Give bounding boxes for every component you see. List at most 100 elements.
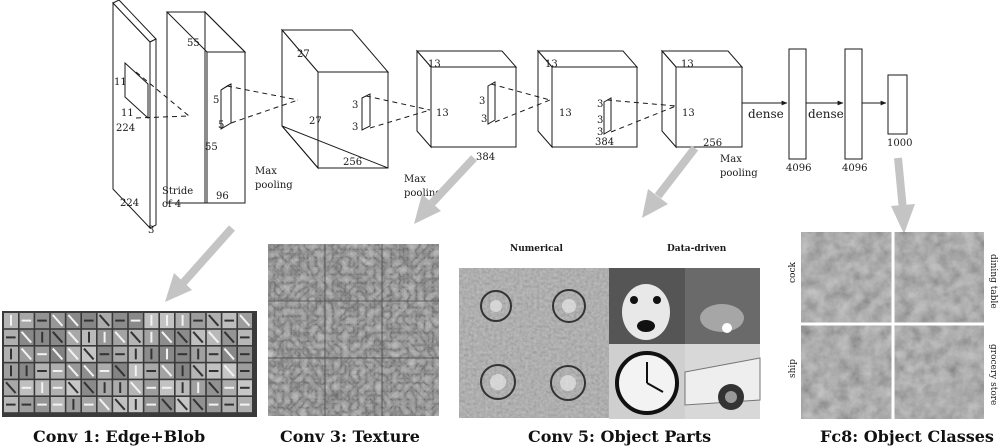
conv1-filter-stroke <box>98 314 110 327</box>
conv1-filter-stroke <box>223 331 235 344</box>
conv1-size: 55 <box>187 38 200 49</box>
caption-conv3: Conv 3: Texture <box>280 427 420 446</box>
conv1-filter-stroke <box>161 331 173 344</box>
network-labels: 11 11 224 224 3 55 5 5 55 96 Stride of 4… <box>114 38 912 236</box>
pool2-line1: Max <box>404 174 426 185</box>
feature-arrows <box>165 145 915 302</box>
conv2-block <box>280 28 390 170</box>
conv1-filter-stroke <box>223 347 235 361</box>
conv1-filter-stroke <box>176 331 188 344</box>
conv2-depth: 256 <box>343 157 362 168</box>
pool2-line2: pooling <box>404 188 442 199</box>
conv1-filter-stroke <box>192 364 204 377</box>
conv4-kernel-w: 3 <box>597 115 603 126</box>
conv2-kernel-label-b: 3 <box>352 122 358 133</box>
conv1-filter-stroke <box>20 347 32 361</box>
conv3-size-side: 13 <box>436 108 449 119</box>
dense1-layer <box>788 48 807 160</box>
conv3-kernel-w: 3 <box>481 114 487 125</box>
dense2-label: dense <box>808 107 844 121</box>
conv1-depth: 96 <box>216 191 229 202</box>
conv1-filter-stroke <box>223 364 235 377</box>
conv1-filter-stroke <box>208 331 220 344</box>
conv3-size: 13 <box>428 59 441 70</box>
conv1-filter-stroke <box>98 398 110 411</box>
pool3-line1: Max <box>720 154 742 165</box>
conv3-block <box>415 49 518 149</box>
conv4-size-side: 13 <box>559 108 572 119</box>
conv5-data-driven-images <box>609 268 761 419</box>
conv1-filter-stroke <box>67 314 79 327</box>
input-size-bottom: 224 <box>120 198 139 209</box>
conv1-filter-stroke <box>192 398 204 411</box>
conv3-kernel-h: 3 <box>479 96 485 107</box>
conv1-filter-stroke <box>161 364 173 377</box>
fc8-label-cock: cock <box>788 262 798 283</box>
conv5-parts-panel: Numerical Data-driven <box>459 244 761 419</box>
conv1-filter-stroke <box>192 331 204 344</box>
conv1-size-side: 55 <box>205 142 218 153</box>
conv2-size-side: 27 <box>309 116 322 127</box>
input-layer <box>112 0 157 230</box>
input-kernel-h: 11 <box>114 77 127 88</box>
pool3-line2: pooling <box>720 168 758 179</box>
conv5-depth: 256 <box>703 138 722 149</box>
conv1-kernel-h: 5 <box>213 95 219 106</box>
conv1-filter-stroke <box>114 364 126 377</box>
conv1-filter-stroke <box>114 398 126 411</box>
conv4-kernel-h: 3 <box>597 99 603 110</box>
arrow-to-conv3 <box>414 155 477 224</box>
dense1-units: 4096 <box>786 163 811 174</box>
conv5-header-numerical: Numerical <box>510 244 563 254</box>
conv4-depth: 384 <box>595 137 614 148</box>
conv1-kernel-w: 5 <box>218 120 224 131</box>
conv1-filter-grid <box>4 313 252 413</box>
conv1-block <box>165 10 247 204</box>
fc8-label-grocery-store: grocery store <box>988 344 998 405</box>
conv1-filter-stroke <box>20 331 32 344</box>
conv5-header-datadriven: Data-driven <box>667 244 727 254</box>
arrow-to-fc8 <box>891 157 915 234</box>
dense2-units: 4096 <box>842 163 867 174</box>
conv1-filter-stroke <box>52 347 64 361</box>
conv5-size: 13 <box>681 59 694 70</box>
conv1-filter-stroke <box>83 347 95 361</box>
conv1-filter-stroke <box>52 314 64 327</box>
conv5-size-side: 13 <box>682 108 695 119</box>
arrow-to-conv5 <box>642 145 699 218</box>
conv1-filter-stroke <box>130 381 142 394</box>
conv1-filter-stroke <box>67 381 79 394</box>
output-units: 1000 <box>887 138 912 149</box>
conv1-filter-stroke <box>208 381 220 394</box>
conv1-filter-stroke <box>176 398 188 411</box>
arrow-to-conv1 <box>165 225 235 302</box>
conv1-filters-panel <box>2 311 257 417</box>
conv1-filter-stroke <box>83 364 95 377</box>
fc8-label-ship: ship <box>788 359 798 378</box>
dense1-label: dense <box>748 107 784 121</box>
input-kernel-w: 11 <box>121 108 134 119</box>
conv3-texture-panel <box>268 244 439 416</box>
conv2-size: 27 <box>297 49 310 60</box>
caption-conv1: Conv 1: Edge+Blob <box>33 427 205 446</box>
input-depth: 3 <box>148 225 154 236</box>
conv1-filter-stroke <box>67 347 79 361</box>
conv1-filter-stroke <box>5 381 17 394</box>
conv1-filter-stroke <box>130 331 142 344</box>
conv5-block <box>660 49 744 149</box>
pool1-line2: pooling <box>255 180 293 191</box>
conv3-depth: 384 <box>476 152 495 163</box>
kernel-projections <box>135 71 677 133</box>
pool1-line1: Max <box>255 166 277 177</box>
conv1-filter-stroke <box>114 331 126 344</box>
conv1-filter-stroke <box>208 314 220 327</box>
caption-fc8: Fc8: Object Classes <box>820 427 994 446</box>
panel-captions: Conv 1: Edge+Blob Conv 3: Texture Conv 5… <box>33 427 994 446</box>
conv1-filter-stroke <box>161 398 173 411</box>
input-size-top: 224 <box>116 123 135 134</box>
fc8-classes-panel: cock dining table ship grocery store <box>788 232 998 419</box>
conv1-filter-stroke <box>67 364 79 377</box>
conv1-filter-stroke <box>67 331 79 344</box>
conv4-kernel-d: 3 <box>597 127 603 138</box>
